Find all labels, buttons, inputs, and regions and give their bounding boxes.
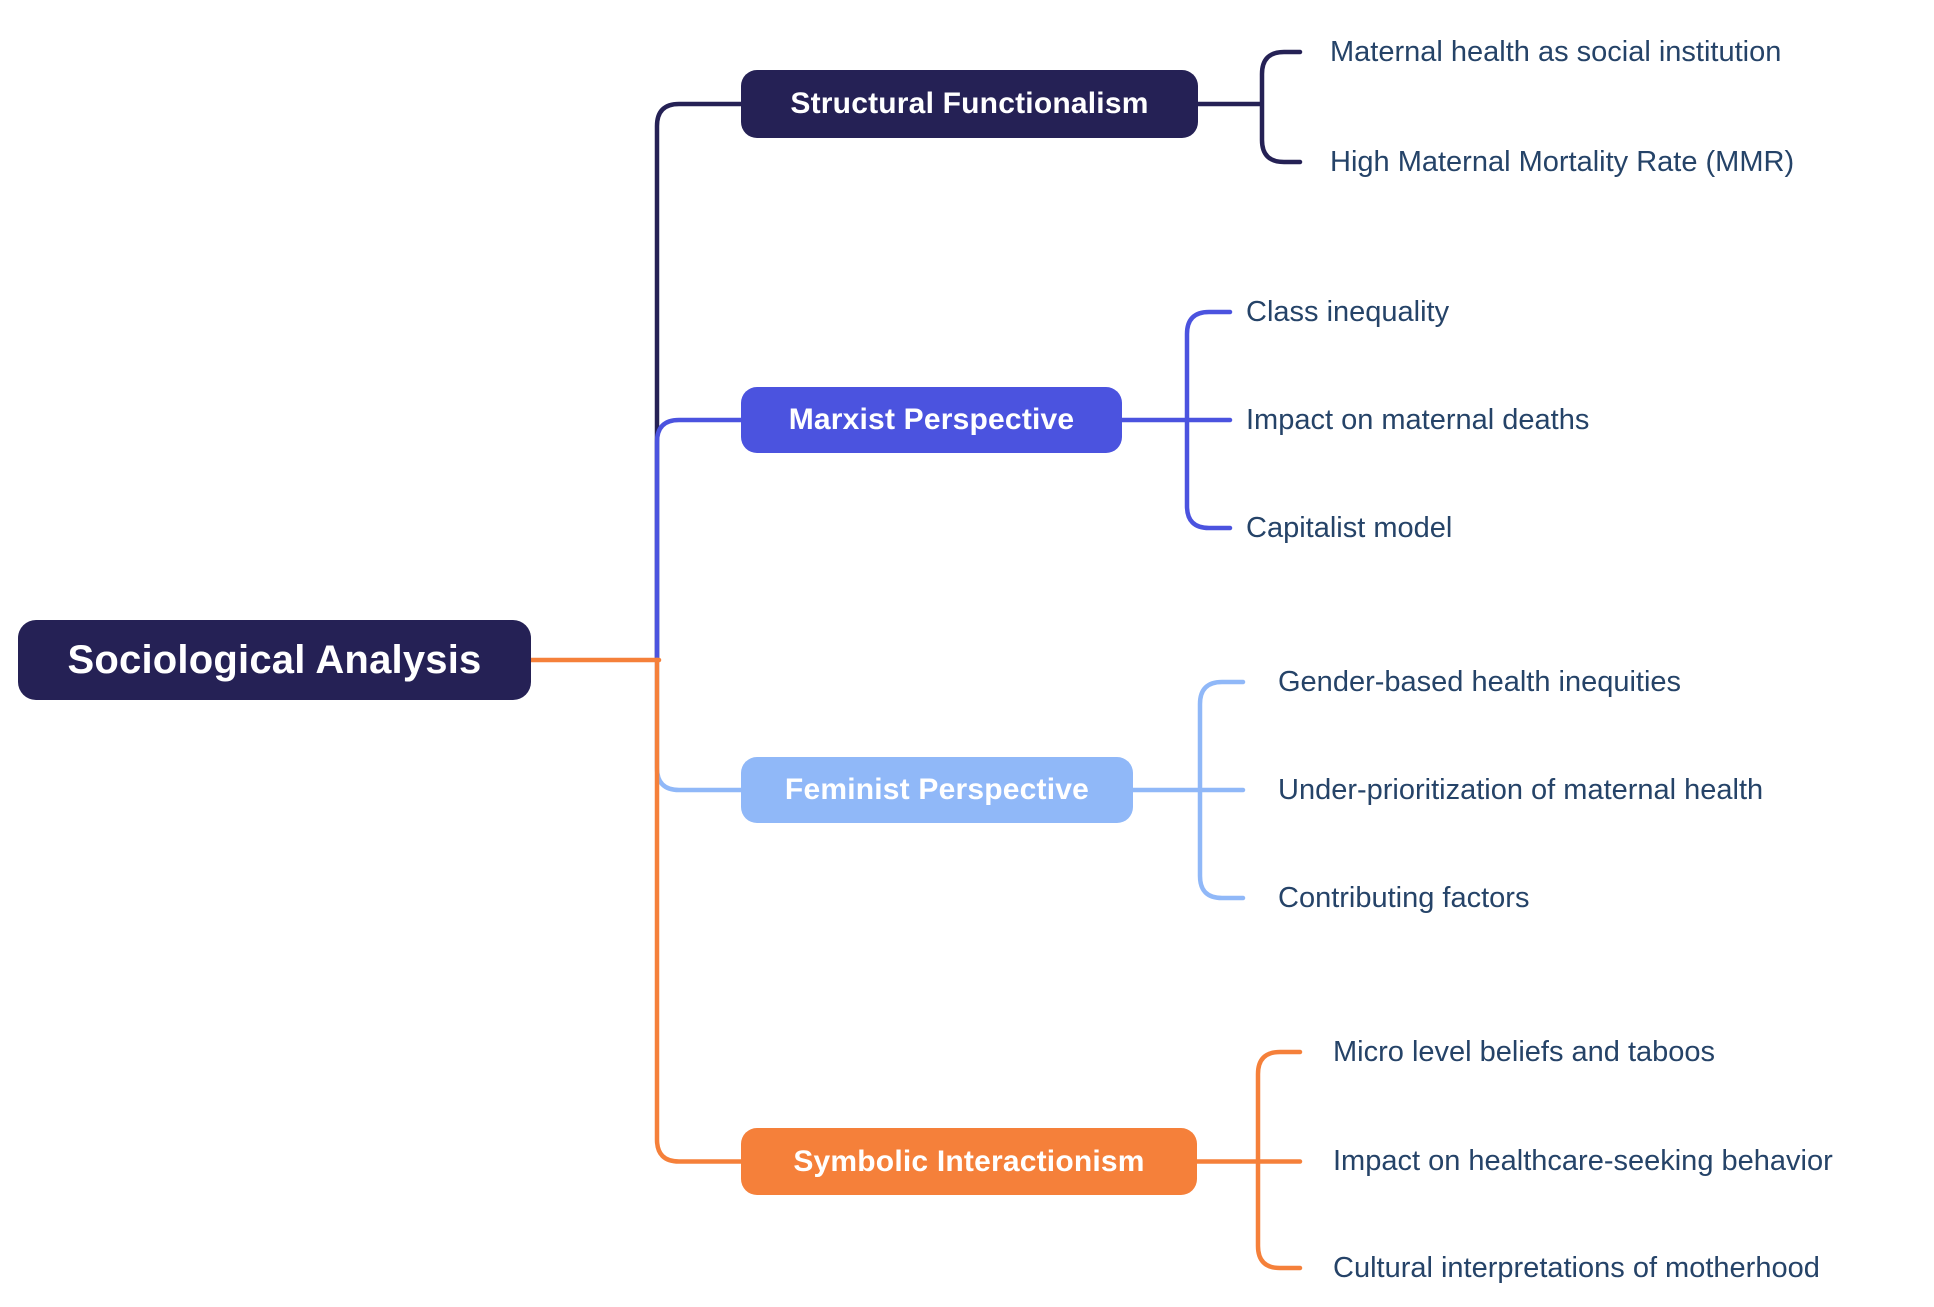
branch-node-marxist-perspective[interactable]: Marxist Perspective [741, 387, 1122, 453]
subtopic[interactable]: Capitalist model [1246, 511, 1453, 544]
subtopic[interactable]: Impact on healthcare-seeking behavior [1333, 1144, 1833, 1177]
children-bracket-symbolic-interactionism [1194, 1049, 1303, 1271]
subtopic[interactable]: Impact on maternal deaths [1246, 403, 1590, 436]
branch-trunk-symbolic-interactionism [654, 657, 744, 1164]
root-node[interactable]: Sociological Analysis [18, 620, 531, 700]
subtopic[interactable]: High Maternal Mortality Rate (MMR) [1330, 145, 1795, 178]
subtopic[interactable]: Under-prioritization of maternal health [1278, 773, 1764, 806]
branch-trunk-feminist-perspective [654, 657, 744, 793]
branch-trunk-marxist-perspective [654, 417, 744, 663]
children-bracket-feminist-perspective [1130, 679, 1246, 901]
children-bracket-marxist-perspective [1119, 309, 1233, 531]
branch-trunk-structural-functionalism [654, 101, 744, 663]
children-bracket-structural-functionalism [1195, 49, 1303, 165]
subtopic[interactable]: Maternal health as social institution [1330, 35, 1782, 68]
branch-node-structural-functionalism[interactable]: Structural Functionalism [741, 70, 1198, 138]
subtopic[interactable]: Micro level beliefs and taboos [1333, 1035, 1716, 1068]
subtopic[interactable]: Contributing factors [1278, 881, 1530, 914]
subtopic[interactable]: Class inequality [1246, 295, 1450, 328]
subtopic[interactable]: Gender-based health inequities [1278, 665, 1682, 698]
subtopic[interactable]: Cultural interpretations of motherhood [1333, 1251, 1820, 1284]
branch-node-feminist-perspective[interactable]: Feminist Perspective [741, 757, 1133, 823]
branch-node-symbolic-interactionism[interactable]: Symbolic Interactionism [741, 1128, 1197, 1195]
